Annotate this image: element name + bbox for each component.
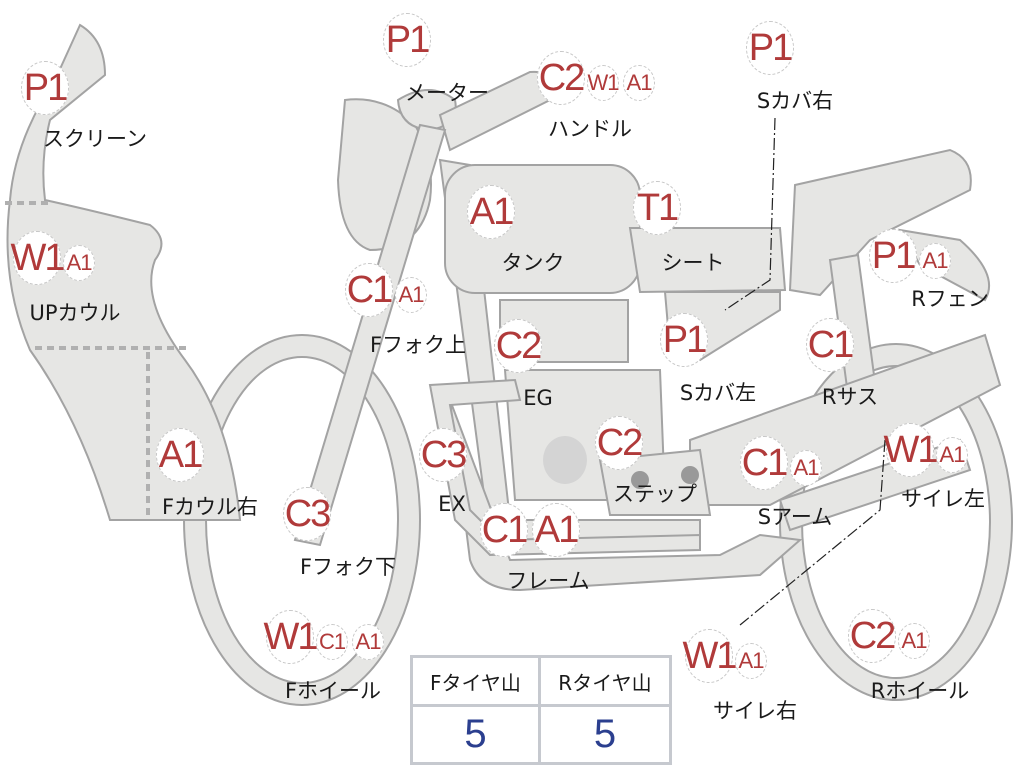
condition-code-badge: A1 [919, 243, 951, 279]
condition-code-badge: A1 [63, 245, 95, 281]
rear-tire-header: Rタイヤ山 [537, 655, 673, 707]
part-label: Fカウル右 [161, 495, 259, 519]
condition-code-badge: A1 [623, 65, 655, 101]
part-label: Fフォク上 [369, 333, 467, 357]
front-wheel-shape [182, 334, 422, 706]
condition-code-badge: A1 [156, 428, 204, 482]
condition-code-badge: A1 [735, 643, 767, 679]
condition-code-badge: C1 [480, 503, 528, 557]
condition-code-badge: C3 [419, 428, 467, 482]
condition-code-badge: A1 [790, 450, 822, 486]
part-label: UPカウル [29, 301, 121, 325]
condition-code-badge: W1 [11, 231, 66, 285]
part-label: Fフォク下 [299, 555, 397, 579]
part-label: EG [523, 386, 553, 410]
tire-tread-table: Fタイヤ山 Rタイヤ山 5 5 [410, 655, 673, 765]
condition-code-badge: C3 [283, 487, 331, 541]
part-label: Rフェン [911, 287, 989, 311]
part-label: Rサス [821, 385, 879, 409]
condition-code-badge: P1 [660, 313, 708, 367]
part-label: スクリーン [43, 127, 147, 151]
condition-code-badge: T1 [633, 181, 681, 235]
part-label: ハンドル [548, 117, 632, 141]
part-label: シート [661, 251, 725, 275]
condition-code-badge: C1 [740, 436, 788, 490]
condition-code-badge: C1 [316, 624, 348, 660]
part-label: サイレ左 [901, 487, 985, 511]
front-cowl-shape [6, 23, 242, 521]
condition-code-badge: P1 [383, 13, 431, 67]
part-label: Sカバ右 [756, 89, 834, 113]
condition-code-badge: W1 [587, 65, 620, 101]
part-label: メーター [405, 81, 489, 105]
condition-code-badge: C2 [848, 609, 896, 663]
front-tire-value: 5 [410, 704, 541, 765]
condition-code-badge: C1 [806, 318, 854, 372]
fork-shape [293, 123, 447, 547]
condition-code-badge: W1 [884, 423, 939, 477]
part-label: フレーム [506, 569, 590, 593]
rear-tire-value: 5 [537, 704, 673, 765]
condition-code-badge: A1 [467, 185, 515, 239]
condition-code-badge: C2 [595, 416, 643, 470]
seat-shape [628, 227, 787, 294]
condition-code-badge: W1 [264, 610, 319, 664]
condition-code-badge: P1 [869, 229, 917, 283]
part-label: ステップ [613, 482, 697, 506]
part-label: Rホイール [870, 679, 970, 703]
part-label: タンク [501, 251, 565, 275]
condition-code-badge: A1 [395, 277, 427, 313]
part-label: Fホイール [284, 679, 382, 703]
condition-code-badge: C2 [537, 51, 585, 105]
condition-code-badge: W1 [683, 629, 738, 683]
part-label: サイレ右 [713, 699, 797, 723]
condition-code-badge: C1 [345, 263, 393, 317]
condition-code-badge: P1 [21, 61, 69, 115]
part-label: EX [438, 492, 466, 516]
condition-code-badge: A1 [352, 624, 384, 660]
condition-code-badge: A1 [532, 503, 580, 557]
condition-code-badge: C2 [494, 319, 542, 373]
condition-code-badge: A1 [936, 437, 968, 473]
front-tire-header: Fタイヤ山 [410, 655, 541, 707]
part-label: Sアーム [757, 505, 833, 529]
condition-code-badge: P1 [746, 21, 794, 75]
part-label: Sカバ左 [679, 381, 757, 405]
frame-lower-shape [449, 399, 803, 592]
condition-code-badge: A1 [898, 623, 930, 659]
